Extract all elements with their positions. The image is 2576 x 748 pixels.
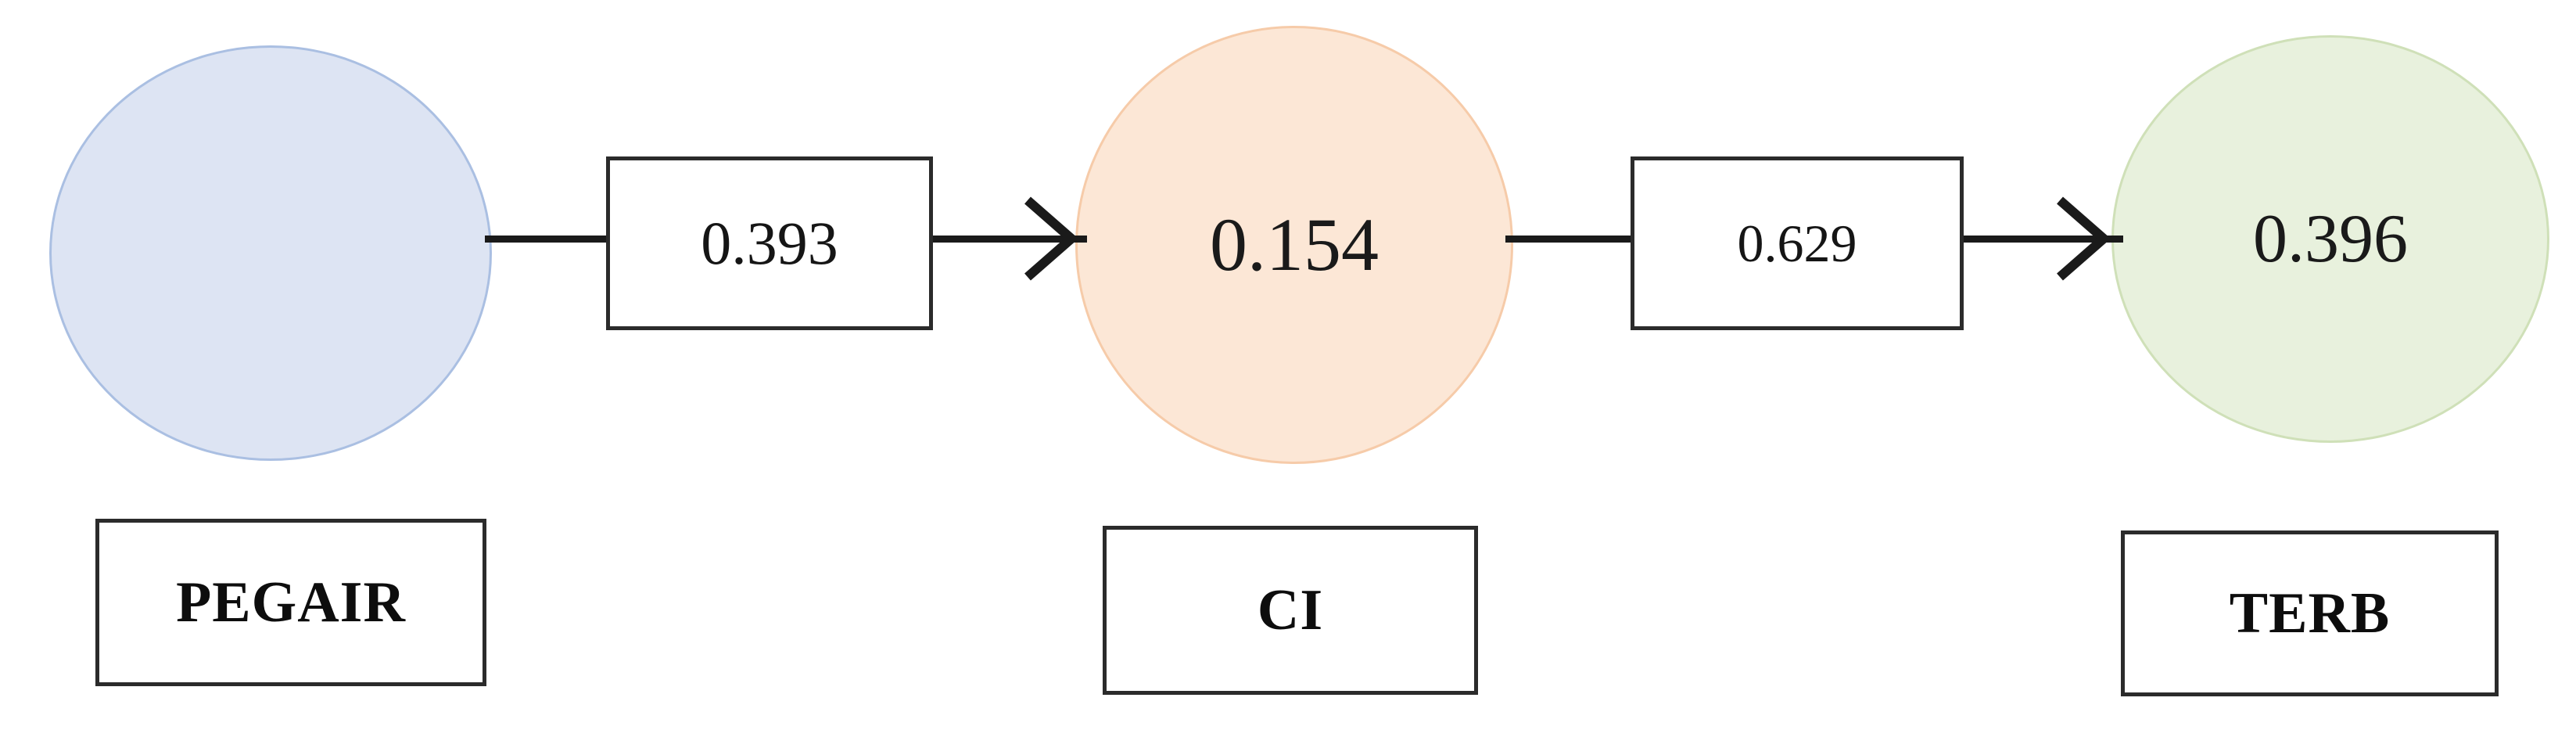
- path-coefficient-value-ci-terb: 0.629: [1737, 214, 1857, 273]
- arrow-head-icon-to-ci: [1023, 196, 1079, 282]
- node-circle-pegair[interactable]: [49, 45, 492, 461]
- node-circle-terb[interactable]: 0.396: [2111, 35, 2549, 443]
- node-circle-ci[interactable]: 0.154: [1075, 26, 1513, 464]
- construct-label-box-pegair[interactable]: PEGAIR: [95, 519, 486, 686]
- connector-line-ci-to-coef2: [1505, 236, 1642, 243]
- arrow-head-icon-to-terb: [2055, 196, 2111, 282]
- connector-line-coef1-to-ci: [923, 236, 1087, 243]
- construct-label-text-terb: TERB: [2229, 581, 2391, 646]
- construct-label-text-ci: CI: [1257, 578, 1324, 642]
- path-coefficient-box-pegair-ci[interactable]: 0.393: [606, 156, 933, 330]
- path-coefficient-value-pegair-ci: 0.393: [701, 209, 838, 277]
- connector-line-pegair-to-coef1: [485, 236, 618, 243]
- connector-line-coef2-to-terb: [1955, 236, 2123, 243]
- node-value-ci: 0.154: [1210, 203, 1379, 286]
- construct-label-box-terb[interactable]: TERB: [2121, 530, 2499, 696]
- node-value-terb: 0.396: [2253, 200, 2408, 277]
- construct-label-text-pegair: PEGAIR: [176, 570, 406, 635]
- construct-label-box-ci[interactable]: CI: [1103, 526, 1478, 695]
- path-coefficient-box-ci-terb[interactable]: 0.629: [1631, 156, 1964, 330]
